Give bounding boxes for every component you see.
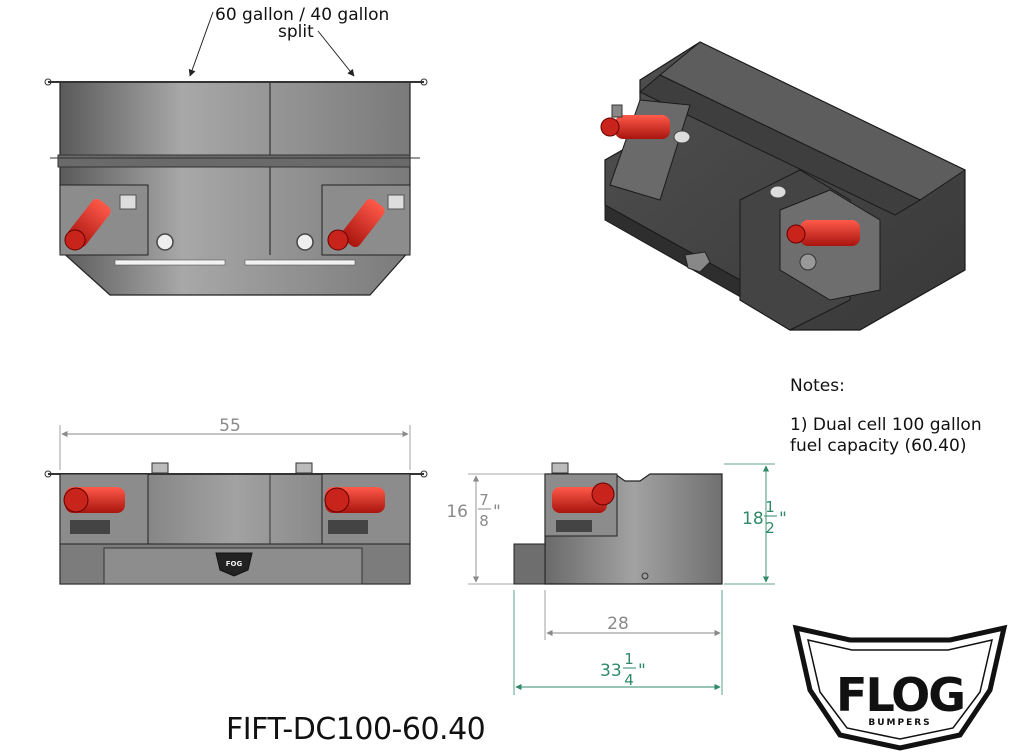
dimension-outer-num: 1 <box>624 650 634 668</box>
logo-badge-icon: FOG <box>215 552 253 577</box>
fuel-pump-icon <box>327 194 405 251</box>
mount-tab-icon <box>44 78 52 86</box>
dimension-left-height-whole: 16 <box>446 502 468 522</box>
mount-tab-icon <box>420 470 428 478</box>
dimension-right-height-den: 2 <box>765 519 775 537</box>
mount-tab-icon <box>420 78 428 86</box>
strap-slot <box>244 259 356 266</box>
top-view: 60 gallon / 40 gallon split <box>44 5 428 296</box>
fill-cap-icon <box>295 462 313 474</box>
top-view-ridge <box>57 154 411 168</box>
dimension-outer-whole: 33 <box>600 661 622 681</box>
svg-text:FOG: FOG <box>226 560 243 568</box>
fill-cap-icon <box>156 233 174 251</box>
logo-tagline-text: BUMPERS <box>868 718 931 728</box>
strap-slot <box>114 259 226 266</box>
notes-line-1: 1) Dual cell 100 gallon <box>790 415 982 435</box>
part-number: FIFT-DC100-60.40 <box>226 712 486 747</box>
fill-cap-icon <box>151 462 169 474</box>
dimension-left-height-unit: " <box>493 502 501 522</box>
dimension-outer-unit: " <box>638 661 646 681</box>
callout-leader-left <box>188 11 214 77</box>
fill-cap-icon <box>296 233 314 251</box>
side-view: 16 7 8 " 18 1 2 " 28 33 1 4 <box>446 462 787 695</box>
brand-logo: FLOG BUMPERS <box>792 624 1008 751</box>
dimension-left-height-den: 8 <box>479 512 489 530</box>
fill-cap-icon <box>769 185 787 199</box>
callout-line1: 60 gallon / 40 gallon <box>215 5 389 25</box>
notes-title: Notes: <box>790 376 845 396</box>
dimension-inner-label: 28 <box>607 614 629 634</box>
fuel-pump-icon <box>552 482 615 532</box>
callout-leader-right <box>317 30 355 77</box>
dimension-right-height-num: 1 <box>765 498 775 516</box>
fuel-pump-icon <box>786 220 860 271</box>
logo-badge-icon <box>684 251 711 273</box>
dimension-right-height-whole: 18 <box>742 509 764 529</box>
notes-line-2: fuel capacity (60.40) <box>790 436 967 456</box>
dimension-right-height-unit: " <box>779 509 787 529</box>
fuel-pump-icon <box>63 487 125 534</box>
mount-tab-icon <box>44 470 52 478</box>
dimension-left-height-num: 7 <box>479 491 489 509</box>
callout-line2: split <box>278 22 314 42</box>
dimension-outer-den: 4 <box>624 671 634 689</box>
notes-block: Notes: 1) Dual cell 100 gallon fuel capa… <box>790 376 982 457</box>
fuel-pump-icon <box>64 194 137 251</box>
front-view: 55 FOG <box>44 416 428 585</box>
logo-brand-text: FLOG <box>836 668 964 722</box>
fill-cap-icon <box>551 462 569 474</box>
fuel-pump-icon <box>600 104 670 139</box>
dimension-width-label: 55 <box>219 416 241 436</box>
fill-cap-icon <box>673 130 691 144</box>
fuel-pump-icon <box>324 487 385 534</box>
isometric-view <box>600 41 967 331</box>
